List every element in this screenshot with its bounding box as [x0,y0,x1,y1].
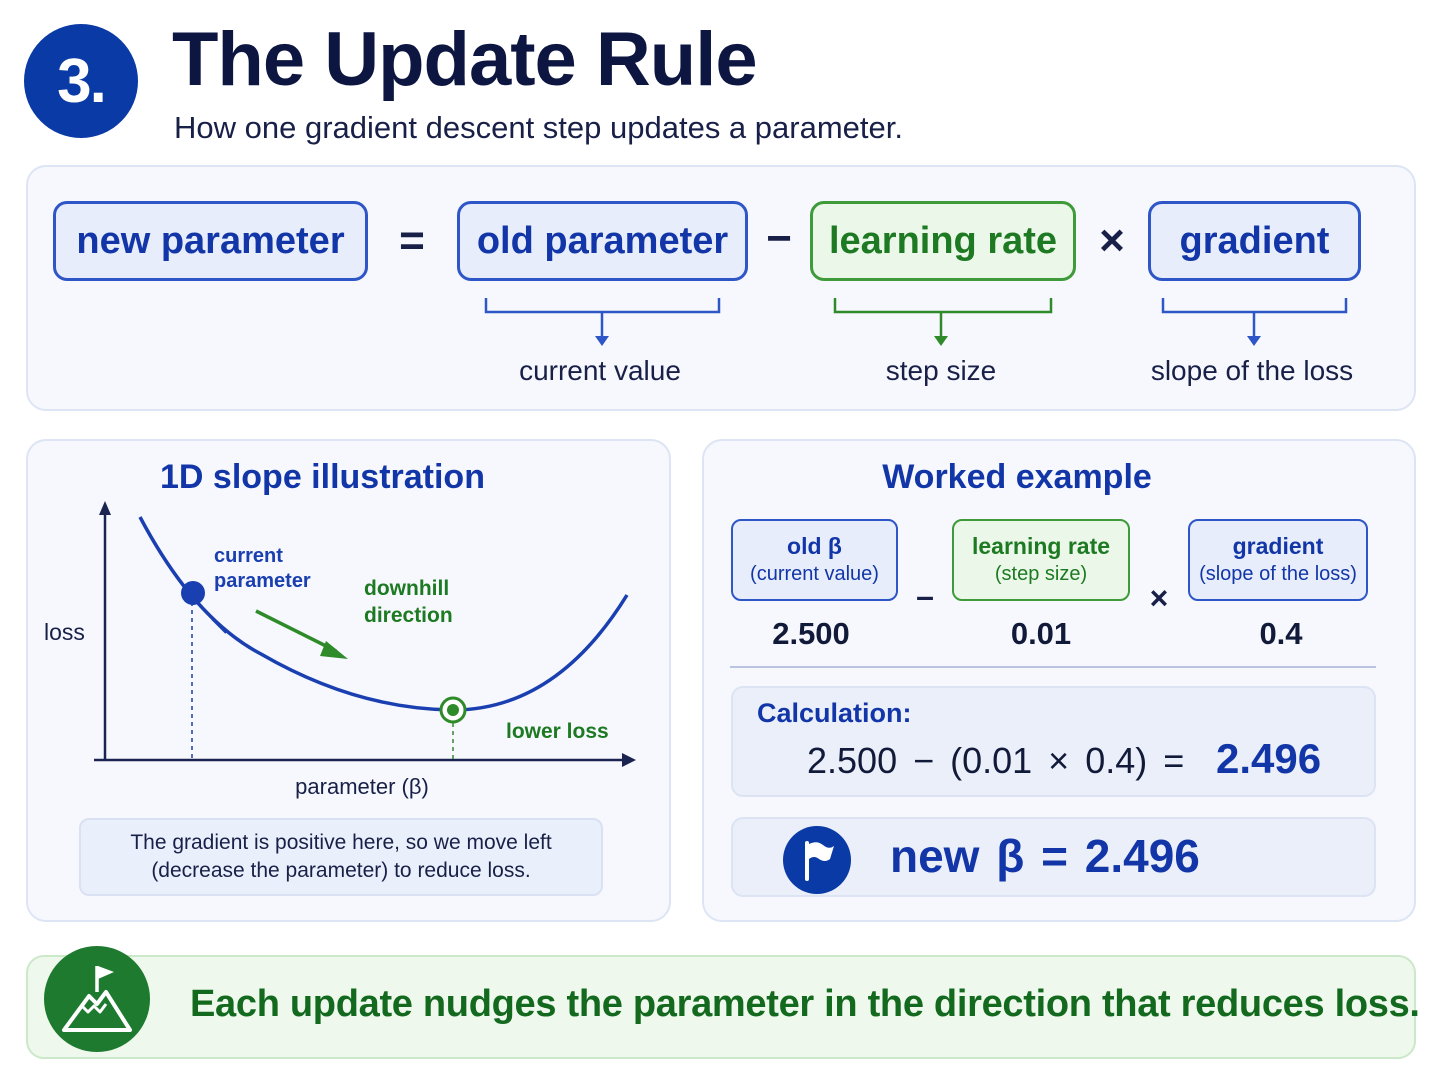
downhill-arrow-line [255,609,337,653]
slope-chart: loss parameter (β) current parameter dow… [44,501,636,799]
example-gradient-subtitle: (slope of the loss) [1199,563,1357,585]
tangent-mark [211,618,227,634]
loss-curve [138,516,629,712]
example-old-beta-box: old β (current value) [731,519,898,601]
gradient-brace [1161,298,1348,338]
lower-loss-label: lower loss [506,720,609,743]
example-old-beta-title: old β [787,533,842,559]
worked-example-title: Worked example [882,458,1152,496]
calculation-expression: 2.500 − (0.01 × 0.4) = [807,740,1185,781]
slope-illustration-title: 1D slope illustration [160,458,485,496]
formula-braces [484,298,1348,346]
formula-minus: − [766,214,792,263]
example-old-beta-value: 2.500 [772,616,850,651]
formula-equals: = [399,216,425,265]
y-axis-label: loss [44,619,85,645]
formula-old-parameter: old parameter [457,201,748,281]
current-parameter-label-line1: current [214,545,283,567]
current-value-label: current value [519,355,681,386]
new-beta-result: new β = 2.496 [890,830,1200,882]
example-learning-rate-value: 0.01 [1010,616,1072,651]
calculation-result: 2.496 [1216,735,1322,782]
example-old-beta-subtitle: (current value) [750,563,879,585]
current-parameter-point [181,581,205,605]
mountain-flag-icon [44,946,150,1052]
y-axis-arrowhead [99,501,111,515]
old-parameter-arrowhead [595,336,609,346]
example-gradient-value: 0.4 [1259,616,1303,651]
minimum-point [447,704,459,716]
takeaway-banner [26,955,1416,1059]
calculation-box [731,686,1376,797]
old-parameter-brace [484,298,721,338]
x-axis-label: parameter (β) [295,774,429,799]
page-subtitle: How one gradient descent step updates a … [174,110,903,145]
example-gradient-title: gradient [1232,533,1324,559]
learning-rate-arrowhead [934,336,948,346]
gradient-arrowhead [1247,336,1261,346]
example-learning-rate-title: learning rate [971,533,1111,559]
flag-icon [783,826,851,894]
example-learning-rate-box: learning rate (step size) [952,519,1130,601]
formula-learning-rate: learning rate [810,201,1076,281]
calculation-label: Calculation: [757,698,912,728]
step-number-badge: 3. [24,24,138,138]
formula-gradient: gradient [1148,201,1361,281]
slope-of-loss-label: slope of the loss [1150,355,1354,386]
example-learning-rate-subtitle: (step size) [994,563,1088,585]
current-parameter-label-line2: parameter [214,570,311,592]
downhill-arrowhead [320,641,348,659]
example-gradient-box: gradient (slope of the loss) [1188,519,1368,601]
example-minus: – [916,578,934,614]
downhill-direction-label-line2: direction [364,604,453,627]
downhill-direction-label-line1: downhill [364,577,449,600]
learning-rate-brace [833,298,1053,338]
x-axis-arrowhead [622,753,636,767]
slope-explanation-note: The gradient is positive here, so we mov… [79,818,603,896]
formula-times: × [1099,216,1125,265]
example-divider [730,666,1376,668]
step-size-label: step size [885,355,997,386]
example-times: × [1149,580,1169,616]
page-title: The Update Rule [172,17,758,102]
formula-new-parameter: new parameter [53,201,368,281]
takeaway-text: Each update nudges the parameter in the … [190,983,1420,1025]
